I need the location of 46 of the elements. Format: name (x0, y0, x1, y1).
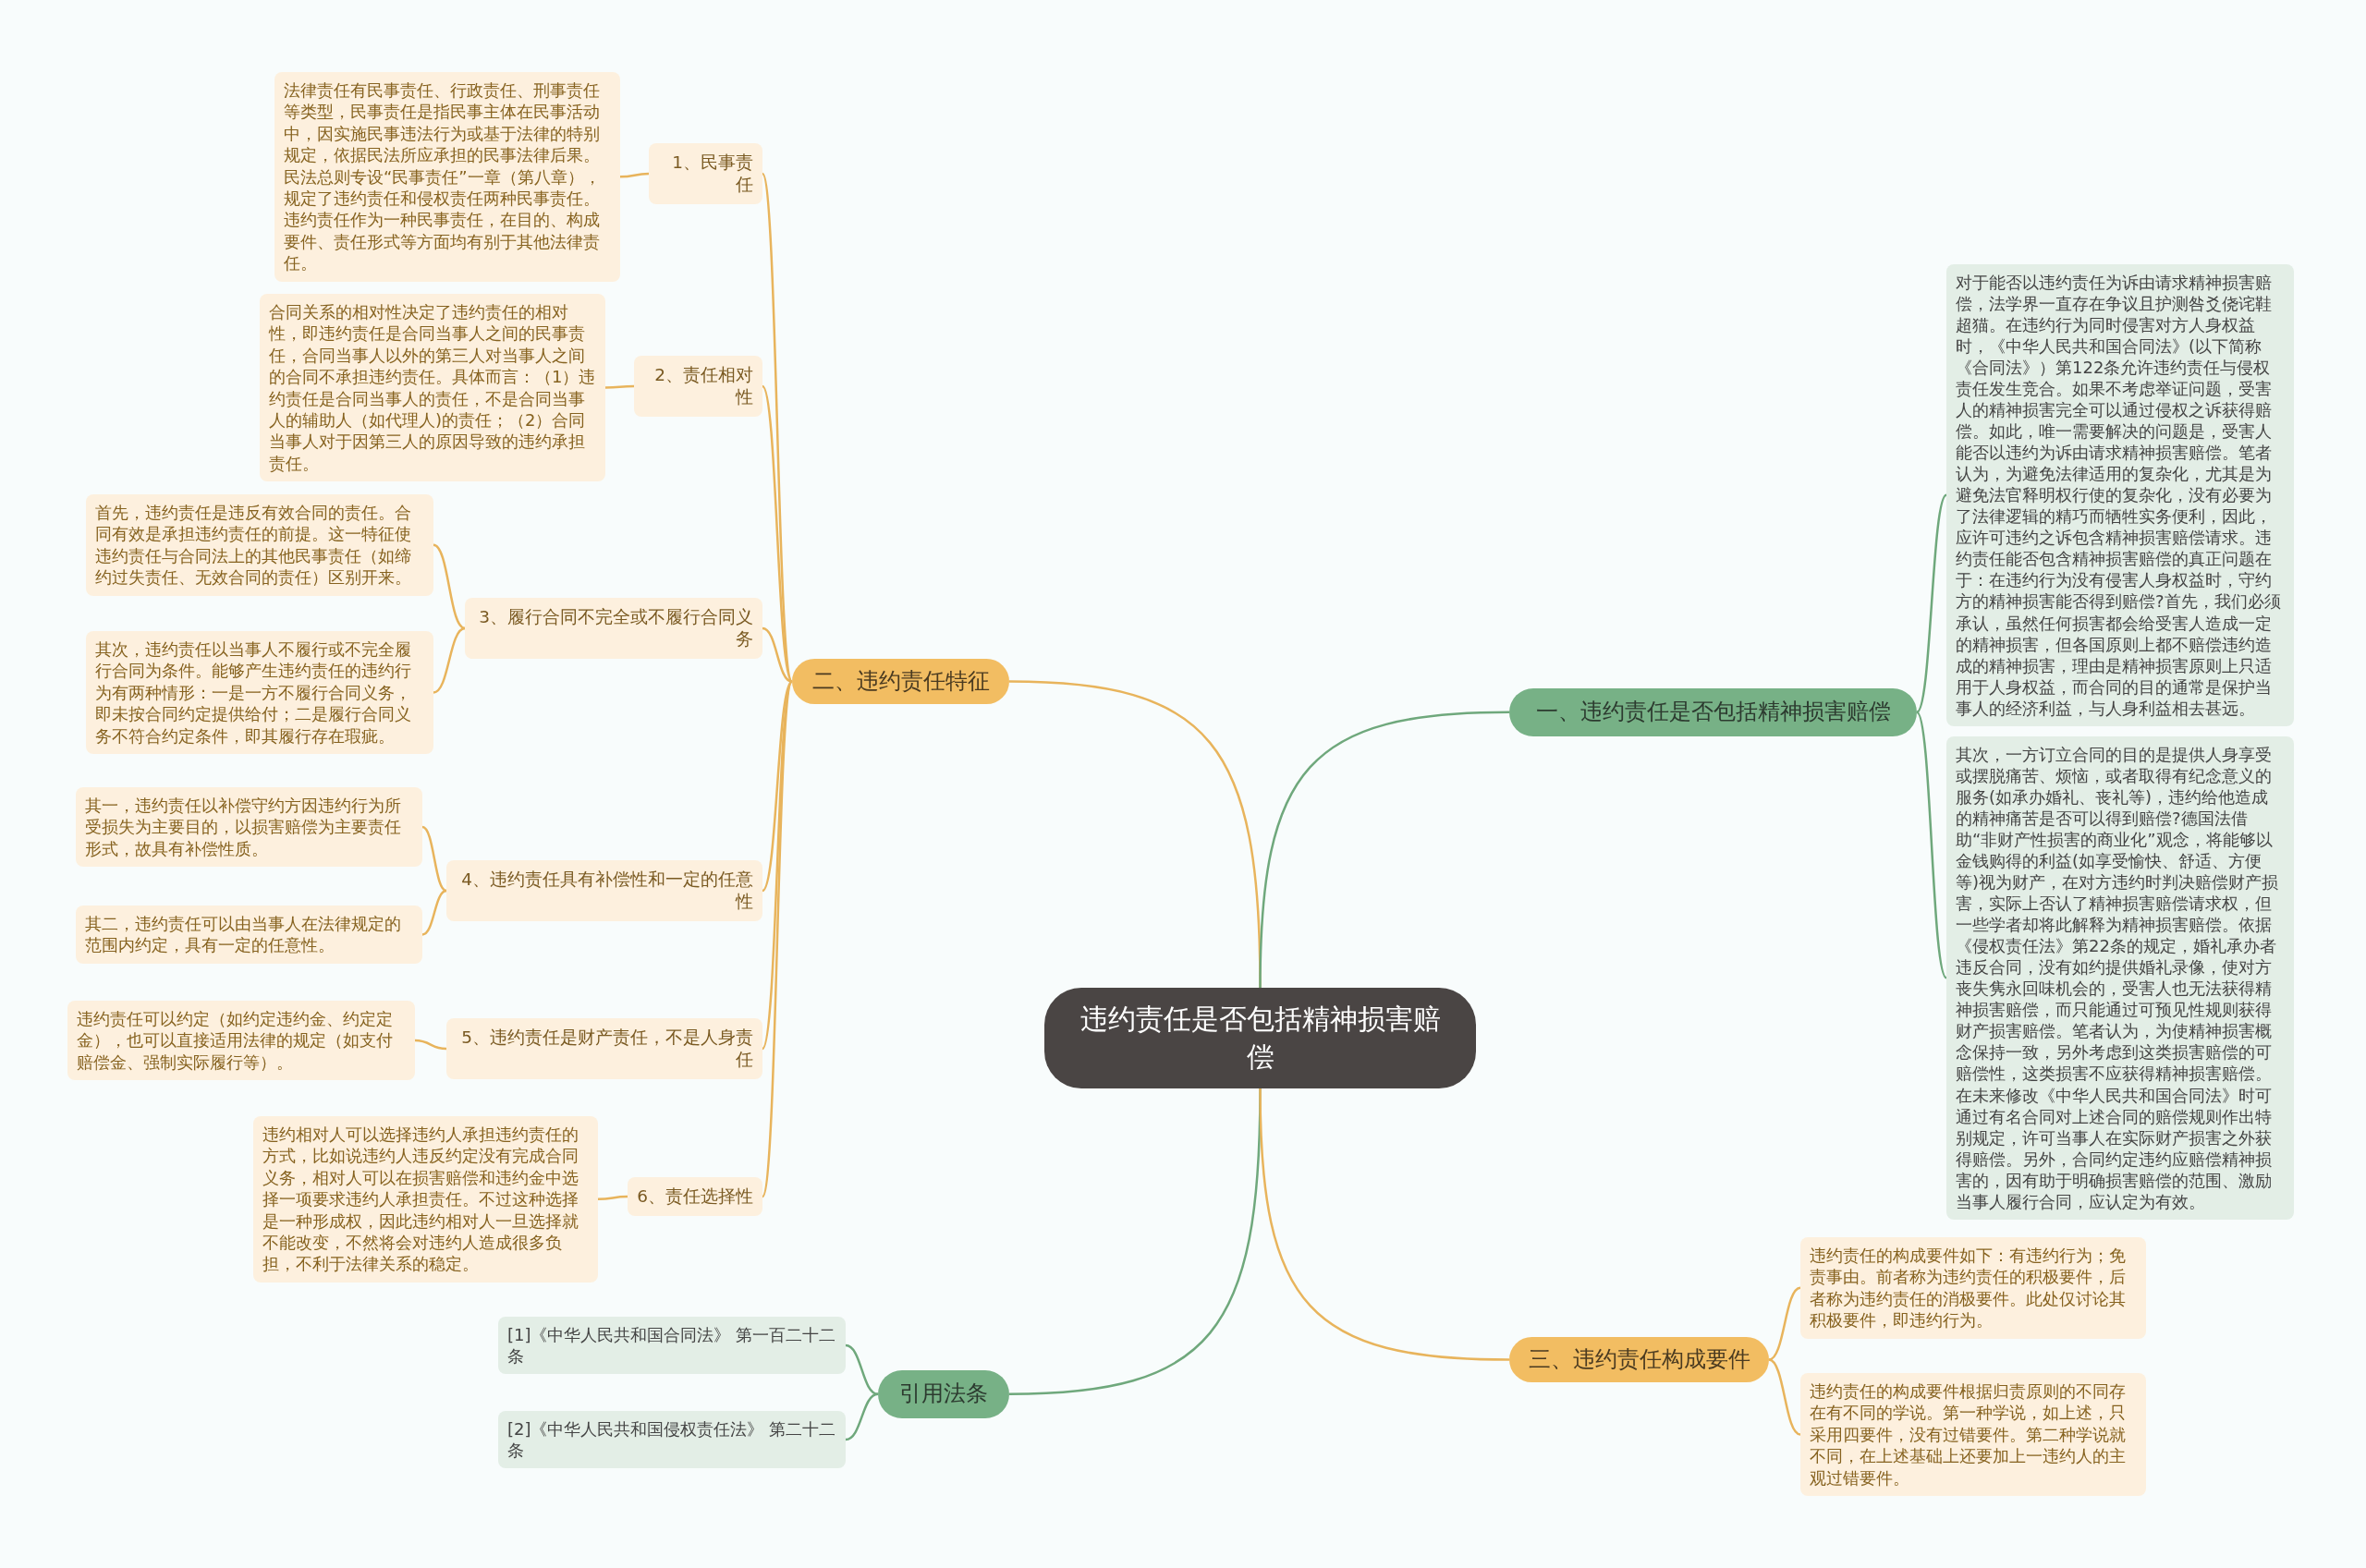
connector-line (421, 825, 447, 893)
connector-line (605, 384, 634, 389)
text-card: 违约责任可以约定（如约定违约金、约定定金），也可以直接适用法律的规定（如支付赔偿金、强制实际履行等）。 (67, 1001, 415, 1081)
connector-line (414, 1039, 447, 1051)
connector-line (1915, 711, 1948, 979)
text-card: 对于能否以违约责任为诉由请求精神损害赔偿，法学界一直存在争议且护测咎爻侥诧鞋超猫。在违约行为同时侵害对方人身权益时，《中华人民共和国合同法》(以下简称《合同法》）第122条允许违约责任与侵权责任发生竞合。如果不考虑举证问题，受害人的精神损害完全可以通过侵权之诉获得赔偿。如此，唯一需要解决的问题是，受害人能否以违约为诉由请求精神损害赔偿。笔者认为，为避免法律适用的复杂化，尤其是为避免法官释明权行使的复杂化，没有必要为了法律逻辑的精巧而牺牲实务便利，因此，应许可违约之诉包含精神损害赔偿请求。违约责任能否包含精神损害赔偿的真正问题在于：在违约行为没有侵害人身权益时，守约方的精神损害能否得到赔偿?首先，我们必须承认，虽然任何损害都会给受害人造成一定的精神损害，但各国原则上都不赔偿违约造成的精神损害，理由是精神损害原则上只适用于人身权益，而合同的目的通常是保护当事人的经济利益，与人身利益相去甚远。 (1946, 264, 2294, 726)
branch-topic: 二、违约责任特征 (792, 659, 1009, 705)
text-card: 违约责任的构成要件根据归责原则的不同存在有不同的学说。第一种学说，如上述，只采用四要件，没有过错要件。第二种学说就不同，在上述基础上还要加上一违约人的主观过错要件。 (1800, 1373, 2146, 1496)
subtopic-box: 1、民事责任 (649, 143, 762, 205)
text-card: 首先，违约责任是违反有效合同的责任。合同有效是承担违约责任的前提。这一特征使违约责任与合同法上的其他民事责任（如缔约过失责任、无效合同的责任）区别开来。 (86, 494, 433, 596)
text-card: [1]《中华人民共和国合同法》 第一百二十二条 (498, 1317, 846, 1375)
central-topic: 违约责任是否包括精神损害赔偿 (1044, 988, 1476, 1088)
subtopic-box: 5、违约责任是财产责任，不是人身责任 (446, 1018, 762, 1080)
text-card: 违约相对人可以选择违约人承担违约责任的方式，比如说违约人违反约定没有完成合同义务，相对人可以在损害赔偿和违约金中选择一项要求违约人承担责任。不过这种选择是一种形成权，因此违约相对人一旦选择就不能改变，不然将会对违约人造成很多负担，不利于法律关系的稳定。 (253, 1116, 598, 1282)
branch-topic: 三、违约责任构成要件 (1509, 1337, 1769, 1383)
connector-line (762, 680, 793, 892)
connector-line (433, 543, 466, 630)
connector-line (845, 1392, 879, 1441)
subtopic-box: 2、责任相对性 (634, 356, 762, 418)
connector-line (597, 1195, 628, 1201)
connector-line (845, 1343, 879, 1395)
connector-line (1768, 1358, 1801, 1436)
connector-line (761, 681, 794, 1197)
text-card: 合同关系的相对性决定了违约责任的相对性，即违约责任是合同当事人之间的民事责任，合同当事人以外的第三人对当事人之间的合同不承担违约责任。具体而言：（1）违约责任是合同当事人的责任，不是合同当事人的辅助人（如代理人)的责任；（2）合同当事人对于因第三人的原因导致的违约承担责任。 (260, 294, 605, 482)
connector-line (421, 889, 447, 936)
subtopic-box: 3、履行合同不完全或不履行合同义务 (465, 598, 762, 660)
text-card: [2]《中华人民共和国侵权责任法》 第二十二条 (498, 1411, 846, 1469)
subtopic-box: 4、违约责任具有补偿性和一定的任意性 (446, 860, 762, 922)
connector-line (1916, 494, 1947, 713)
branch-topic: 引用法条 (878, 1370, 1009, 1418)
branch-topic: 一、违约责任是否包括精神损害赔偿 (1509, 688, 1917, 736)
connector-line (433, 626, 466, 694)
connector-line (761, 385, 794, 683)
text-card: 违约责任的构成要件如下：有违约行为；免责事由。前者称为违约责任的积极要件，后者称为违约责任的消极要件。此处仅讨论其积极要件，即违约行为。 (1800, 1237, 2146, 1339)
connector-line (1768, 1286, 1801, 1361)
connector-line (762, 626, 793, 683)
connector-line (1259, 1088, 1510, 1361)
connector-line (761, 173, 794, 682)
connector-line (1259, 711, 1510, 989)
text-card: 其一，违约责任以补偿守约方因违约行为所受损失为主要目的，以损害赔偿为主要责任形式，故具有补偿性质。 (76, 787, 422, 868)
connector-line (619, 172, 650, 178)
text-card: 其二，违约责任可以由当事人在法律规定的范围内约定，具有一定的任意性。 (76, 906, 422, 964)
text-card: 其次，一方订立合同的目的是提供人身享受或摆脱痛苦、烦恼，或者取得有纪念意义的服务(如承办婚礼、丧礼等)，违约给他造成的精神痛苦是否可以得到赔偿?德国法借助“非财产性损害的商业化”观念，将能够以金钱购得的利益(如享受愉快、舒适、方便等)视为财产，在对方违约时判决赔偿财产损害，实际上否认了精神损害赔偿请求权，但一些学者却将此解释为精神损害赔偿。依据《侵权责任法》第22条的规定，婚礼承办者违反合同，没有如约提供婚礼录像，使对方丧失隽永回味机会的，受害人也无法获得精神损害赔偿，而只能通过可预见性规则获得财产损害赔偿。笔者认为，为使精神损害概念保持一致，另外考虑到这类损害赔偿的可赔偿性，这类损害不应获得精神损害赔偿。在未来修改《中华人民共和国合同法》时可通过有名合同对上述合同的赔偿规则作出特别规定，许可当事人在实际财产损害之外获得赔偿。另外，合同约定违约应赔偿精神损害的，因有助于明确损害赔偿的范围、激励当事人履行合同，应认定为有效。 (1946, 736, 2294, 1220)
text-card: 其次，违约责任以当事人不履行或不完全履行合同为条件。能够产生违约责任的违约行为有两种情形：一是一方不履行合同义务，即未按合同约定提供给付；二是履行合同义务不符合约定条件，即其履行存在瑕疵。 (86, 631, 433, 754)
subtopic-box: 6、责任选择性 (628, 1177, 762, 1217)
text-card: 法律责任有民事责任、行政责任、刑事责任等类型，民事责任是指民事主体在民事活动中，因实施民事违法行为或基于法律的特别规定，依据民法所应承担的民事法律后果。民法总则专设“民事责任”一章（第八章），规定了违约责任和侵权责任两种民事责任。违约责任作为一种民事责任，在目的、构成要件、责任形式等方面均有别于其他法律责任。 (274, 72, 620, 282)
